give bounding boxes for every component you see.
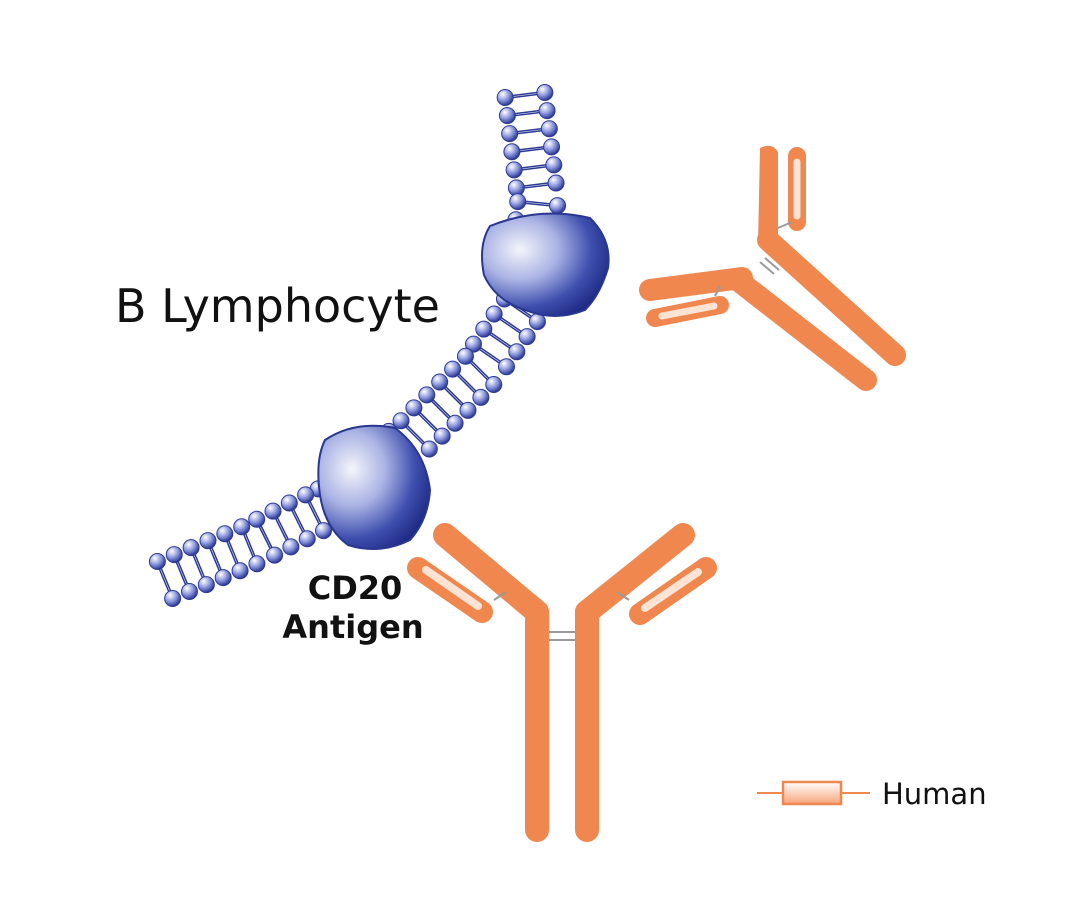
lipid-pair (496, 84, 554, 106)
antigen-label-line1: CD20 (308, 569, 403, 607)
lipid-pair (509, 193, 567, 215)
lipid-pair (485, 305, 536, 346)
lipid-pair (507, 174, 565, 197)
lipid-pair (456, 347, 503, 394)
antibody-bottom-icon (407, 523, 717, 842)
lipid-pair (297, 486, 332, 540)
lipid-pair (405, 399, 451, 445)
lipid-pair (392, 412, 438, 458)
legend-swatch-icon (781, 780, 843, 806)
legend-label: Human (882, 777, 987, 811)
lipid-pair (444, 360, 490, 406)
lipid-pair (505, 156, 563, 179)
lipid-pair (465, 335, 515, 376)
lipid-pair (264, 502, 300, 556)
cd20-protein-icon (317, 424, 432, 550)
lipid-pair (418, 386, 464, 432)
lipid-pair (165, 546, 198, 601)
lipid-pair (216, 525, 249, 580)
lipid-pair (503, 138, 561, 161)
lipid-pair (148, 553, 182, 607)
lipid-pair (431, 373, 477, 419)
lipid-pair (199, 532, 232, 587)
antigen-label-line2: Antigen (282, 608, 423, 646)
lipid-pair (280, 494, 316, 548)
lipid-pair (182, 539, 215, 594)
cd20-protein-icon (481, 212, 610, 317)
antibody-top-right-icon (639, 145, 906, 391)
lipid-pair (475, 320, 526, 361)
lipid-pair (498, 102, 556, 125)
legend: Human (757, 777, 987, 811)
lipid-pair (501, 120, 558, 143)
lipid-pair (248, 510, 284, 564)
cell-label: B Lymphocyte (115, 279, 440, 333)
lipid-pair (233, 518, 266, 573)
